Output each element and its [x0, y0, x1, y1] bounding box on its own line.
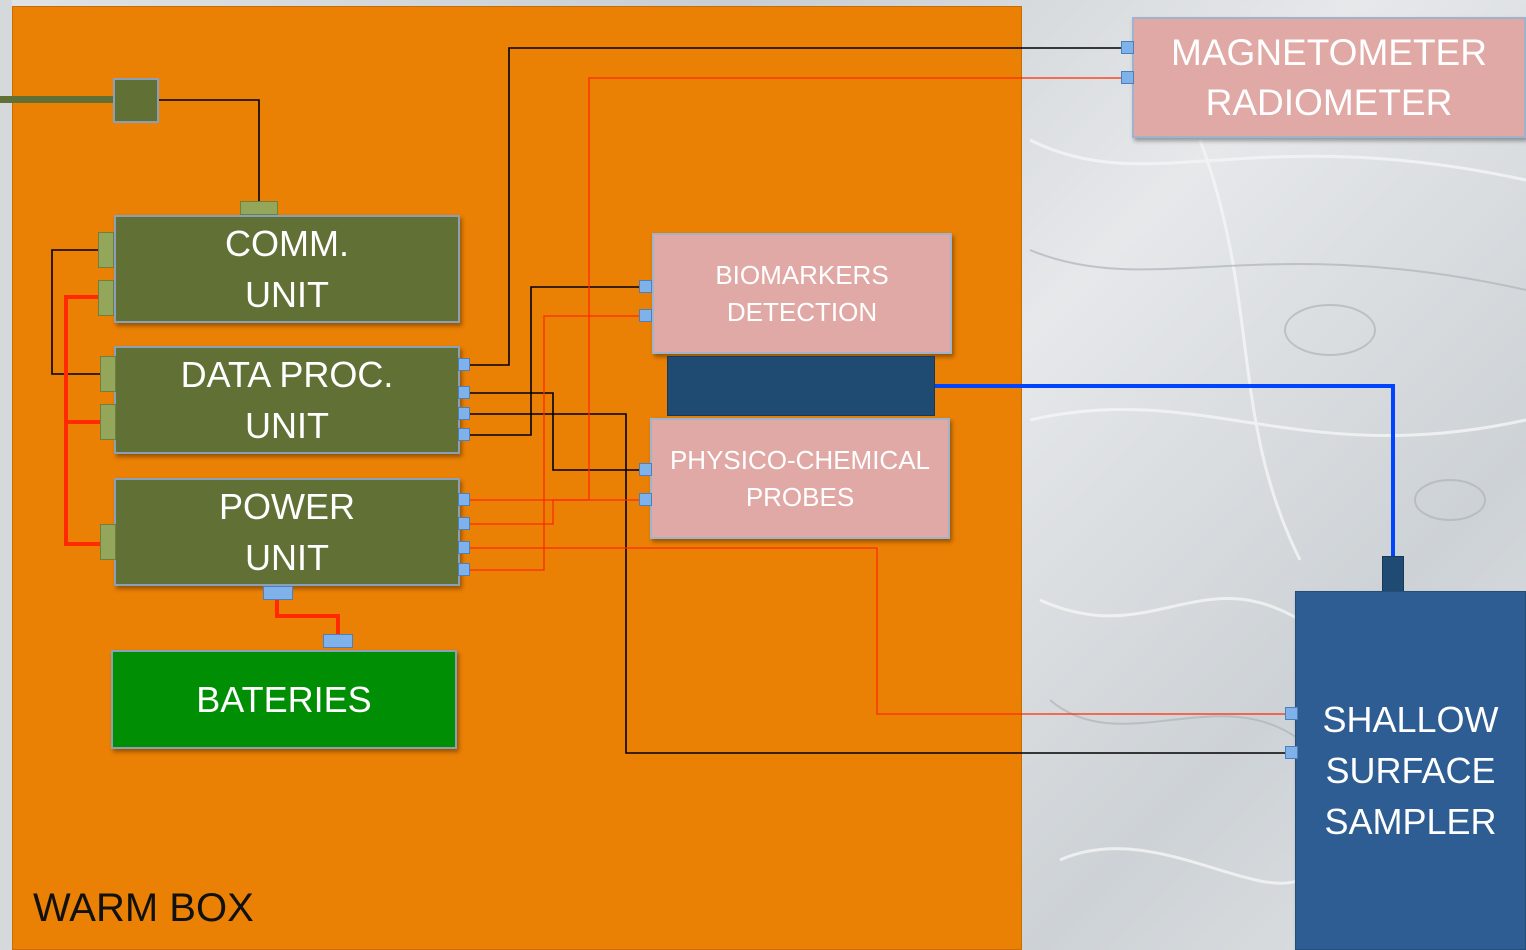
- data-proc-unit[interactable]: DATA PROC. UNIT: [114, 346, 460, 454]
- shallow-surface-sampler[interactable]: SHALLOW SURFACE SAMPLER: [1295, 591, 1526, 950]
- comm-unit-line1: COMM.: [225, 218, 349, 269]
- biomarkers-port-2: [639, 309, 652, 322]
- sampler-line3: SAMPLER: [1324, 796, 1496, 847]
- physico-chemical-line2: PROBES: [746, 479, 854, 516]
- sampler-port-2: [1285, 746, 1298, 759]
- magnetometer-radiometer[interactable]: MAGNETOMETER RADIOMETER: [1132, 17, 1526, 138]
- power-port-2: [458, 517, 470, 530]
- comm-left-port-2: [98, 280, 114, 316]
- power-port-4: [458, 563, 470, 576]
- power-left-port: [100, 524, 116, 560]
- comm-unit[interactable]: COMM. UNIT: [114, 215, 460, 323]
- dpu-left-port-1: [100, 356, 116, 392]
- power-port-3: [458, 541, 470, 554]
- power-port-1: [458, 493, 470, 506]
- data-proc-unit-line2: UNIT: [245, 400, 329, 451]
- sampler-connector: [1382, 556, 1404, 592]
- biomarkers-line2: DETECTION: [727, 294, 877, 331]
- magnetometer-port-1: [1121, 41, 1134, 54]
- power-bottom-port: [263, 586, 293, 600]
- batteries-top-port: [323, 634, 353, 648]
- biomarkers-port-1: [639, 280, 652, 293]
- sample-transfer-line: [935, 386, 1393, 558]
- sample-inlet: [667, 356, 935, 416]
- batteries-block[interactable]: BATERIES: [111, 650, 457, 749]
- physico-port-1: [639, 463, 652, 476]
- power-unit-line1: POWER: [219, 481, 355, 532]
- comm-top-port: [240, 201, 278, 215]
- comm-left-port-1: [98, 232, 114, 268]
- sampler-port-1: [1285, 707, 1298, 720]
- dpu-left-port-2: [100, 404, 116, 440]
- physico-chemical-probes[interactable]: PHYSICO-CHEMICAL PROBES: [650, 418, 950, 539]
- biomarkers-detection[interactable]: BIOMARKERS DETECTION: [652, 233, 952, 354]
- dpu-port-2: [458, 386, 470, 399]
- dpu-port-4: [458, 428, 470, 441]
- power-unit-line2: UNIT: [245, 532, 329, 583]
- data-proc-unit-line1: DATA PROC.: [181, 349, 394, 400]
- comm-unit-line2: UNIT: [245, 269, 329, 320]
- magnetometer-port-2: [1121, 71, 1134, 84]
- physico-chemical-line1: PHYSICO-CHEMICAL: [670, 442, 930, 479]
- dpu-port-1: [458, 358, 470, 371]
- sampler-line1: SHALLOW: [1322, 694, 1498, 745]
- physico-port-2: [639, 493, 652, 506]
- sampler-line2: SURFACE: [1325, 745, 1495, 796]
- dpu-port-3: [458, 407, 470, 420]
- magnetometer-line1: MAGNETOMETER: [1171, 28, 1487, 78]
- antenna-junction: [113, 78, 159, 123]
- magnetometer-line2: RADIOMETER: [1206, 78, 1453, 128]
- power-unit[interactable]: POWER UNIT: [114, 478, 460, 586]
- biomarkers-line1: BIOMARKERS: [715, 257, 888, 294]
- batteries-label: BATERIES: [196, 679, 371, 721]
- antenna-cable: [0, 96, 114, 103]
